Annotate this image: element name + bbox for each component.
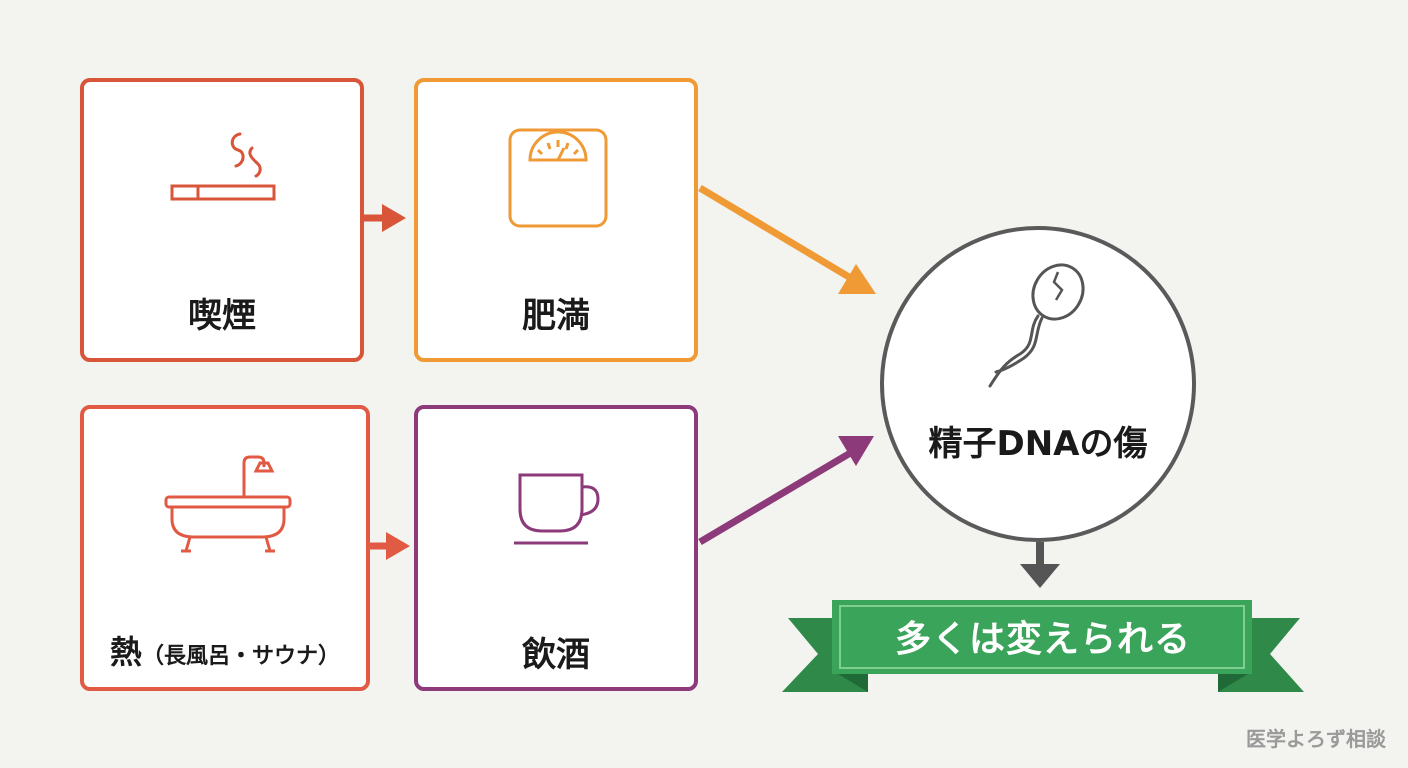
arrow-alcohol-to-dna <box>698 436 874 546</box>
sperm-icon <box>988 263 1085 388</box>
result-circle: 精子DNAの傷 <box>880 226 1196 542</box>
conclusion-label: 多くは変えられる <box>894 619 1191 660</box>
factor-label-heat-sub: （長風呂・サウナ） <box>142 644 341 669</box>
factor-label-smoking: 喫煙 <box>188 296 256 336</box>
cigarette-icon <box>170 132 276 201</box>
arrow-heat-to-alcohol <box>370 532 410 560</box>
factor-label-alcohol: 飲酒 <box>522 635 590 675</box>
weighing-scale-icon <box>508 128 608 228</box>
cup-icon <box>514 473 600 545</box>
factor-label-heat: 熱（長風呂・サウナ） <box>84 627 366 673</box>
factor-card-smoking: 喫煙 <box>80 78 364 362</box>
factor-card-obesity: 肥満 <box>414 78 698 362</box>
factor-label-heat-main: 熱 <box>109 633 142 671</box>
arrow-dna-to-conclusion <box>1020 542 1060 588</box>
result-label: 精子DNAの傷 <box>928 424 1148 464</box>
factor-card-alcohol: 飲酒 <box>414 405 698 691</box>
factor-label-obesity: 肥満 <box>522 296 590 336</box>
arrow-smoking-to-obesity <box>364 204 406 232</box>
bathtub-icon <box>164 455 292 553</box>
factor-card-heat: 熱（長風呂・サウナ） <box>80 405 370 691</box>
watermark: 医学よろず相談 <box>1246 727 1386 751</box>
arrow-obesity-to-dna <box>698 184 876 294</box>
